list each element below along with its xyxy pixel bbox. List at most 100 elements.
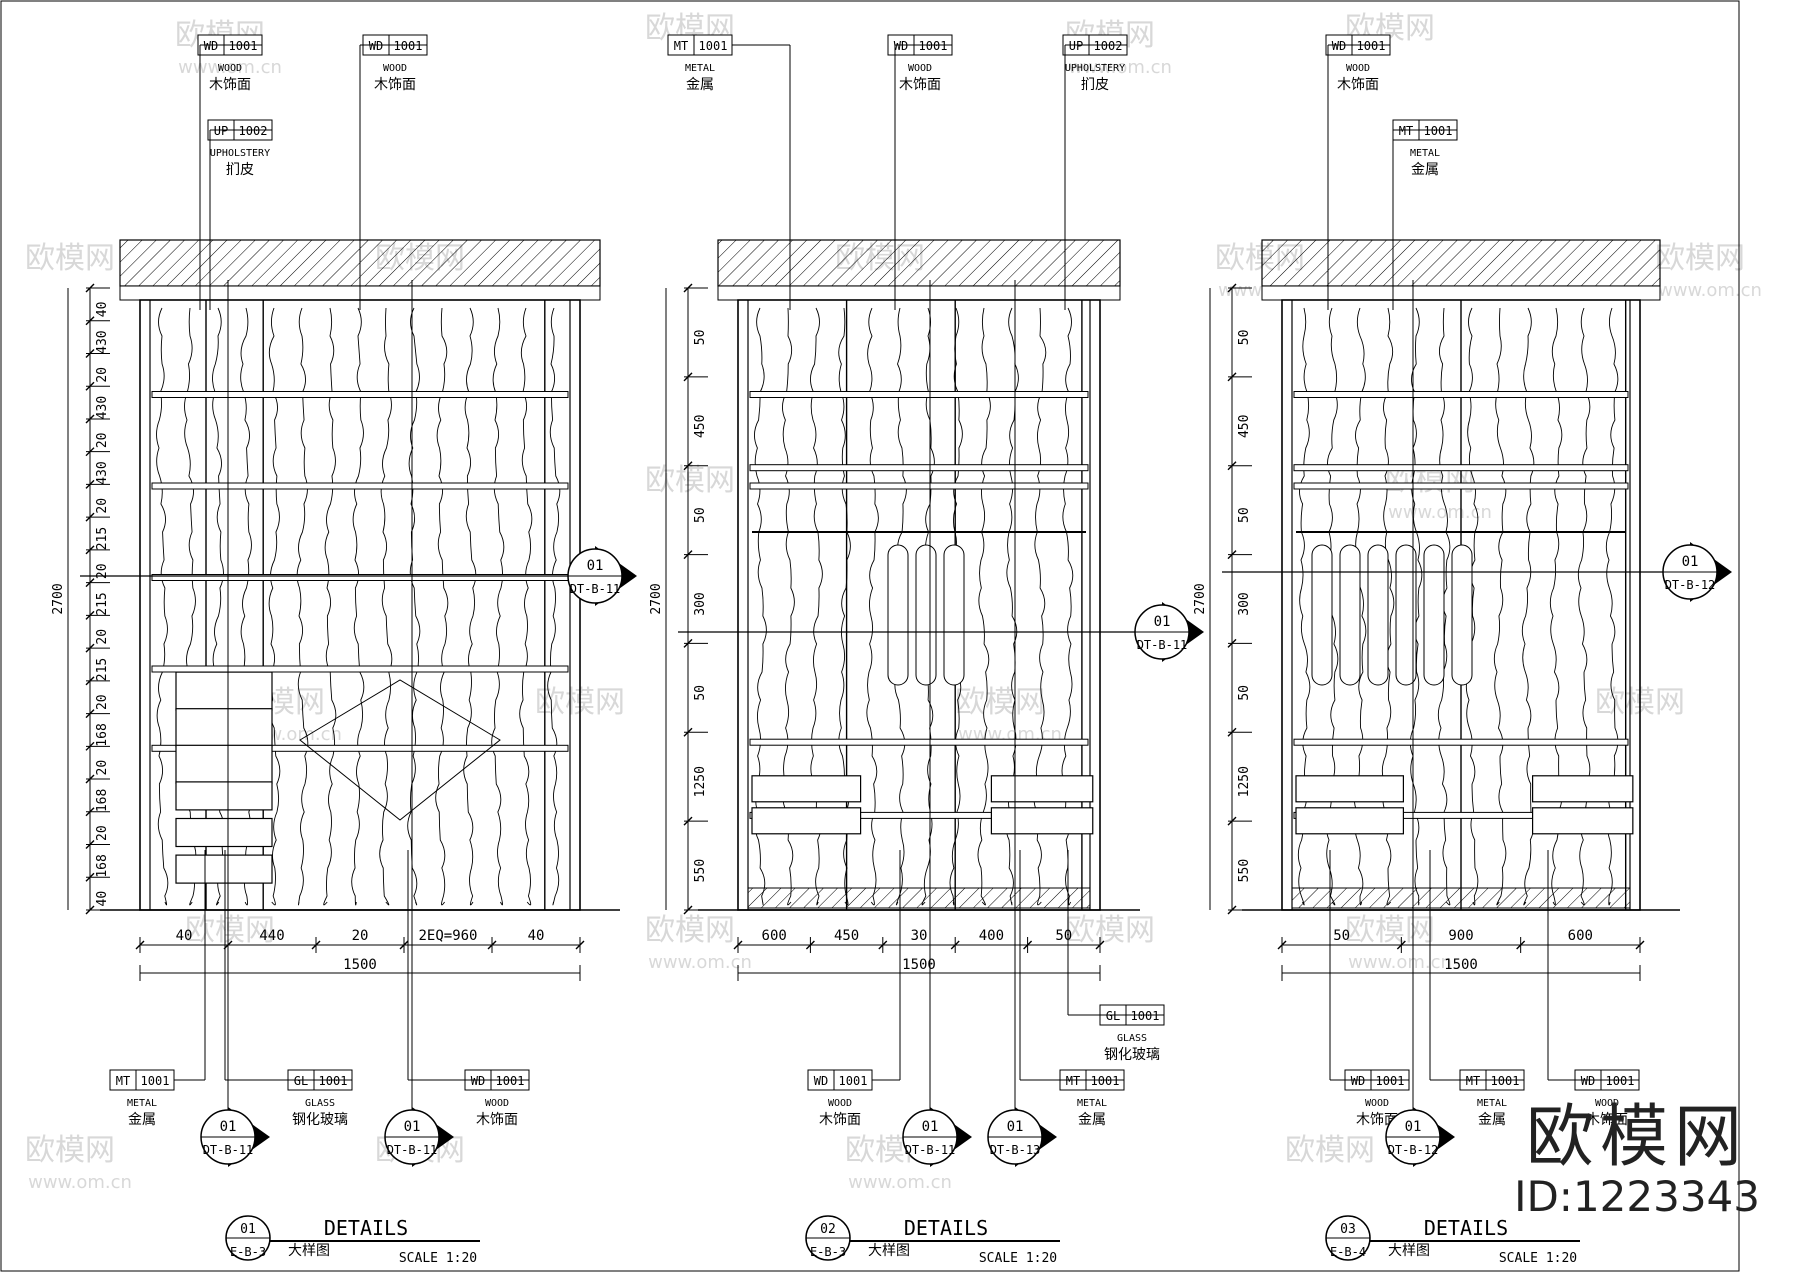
detail-title: DETAILS <box>324 1216 408 1240</box>
material-number: 1001 <box>1091 1074 1120 1088</box>
detail-subtitle: 大样图 <box>868 1243 910 1259</box>
material-code: UP <box>1069 39 1083 53</box>
section-marker-number: 01 <box>922 1119 939 1135</box>
vertical-dimensions: 4043020430204302021520215202152016820168… <box>51 283 110 915</box>
watermark-url: www.om.cn <box>1068 57 1172 78</box>
dimension-label: 430 <box>95 330 110 353</box>
dimension-label: 1250 <box>1237 766 1252 797</box>
hanging-garment <box>887 544 909 686</box>
drawer <box>1295 807 1405 835</box>
dimension-label: 430 <box>95 461 110 484</box>
drawer <box>990 775 1094 803</box>
overall-width-label: 1500 <box>902 957 936 973</box>
material-code: WD <box>1332 39 1346 53</box>
material-code: GL <box>1106 1009 1120 1023</box>
overall-width-label: 1500 <box>343 957 377 973</box>
section-marker-ref: DT-B-11 <box>570 582 621 596</box>
detail-title: DETAILS <box>1424 1216 1508 1240</box>
overall-height-label: 2700 <box>1193 583 1208 614</box>
watermark-url: www.om.cn <box>648 952 752 973</box>
material-name-en: METAL <box>1077 1098 1107 1109</box>
watermark-url: www.om.cn <box>1388 502 1492 523</box>
dimension-label: 20 <box>95 760 110 776</box>
dimension-label: 50 <box>1055 928 1072 944</box>
dimension-label: 1250 <box>693 766 708 797</box>
dimension-label: 20 <box>95 694 110 710</box>
material-name-en: WOOD <box>1365 1098 1389 1109</box>
dimension-label: 600 <box>762 928 787 944</box>
section-marker-ref: DT-B-11 <box>387 1143 438 1157</box>
material-code: GL <box>294 1074 308 1088</box>
watermark-url: www.om.cn <box>28 1172 132 1193</box>
material-name-en: GLASS <box>305 1098 335 1109</box>
section-marker-number: 01 <box>404 1119 421 1135</box>
dimension-label: 550 <box>1237 859 1252 882</box>
material-name-en: WOOD <box>1346 63 1370 74</box>
material-code: MT <box>116 1074 130 1088</box>
detail-scale: SCALE 1:20 <box>979 1251 1057 1266</box>
hanging-garment <box>1367 544 1389 686</box>
glass-door-diamond <box>299 679 501 821</box>
watermark-url: www.om.cn <box>178 57 282 78</box>
material-name-cn: 扪皮 <box>226 162 254 178</box>
watermark-logo: 欧模网 <box>645 913 735 948</box>
material-name-cn: 扪皮 <box>1081 77 1109 93</box>
material-code: WD <box>894 39 908 53</box>
material-name-cn: 木饰面 <box>1356 1112 1398 1128</box>
brand-logo: 欧模网 <box>1526 1097 1749 1177</box>
shelf <box>151 665 569 673</box>
ceiling-trim <box>1261 285 1661 301</box>
material-code: MT <box>1466 1074 1480 1088</box>
drawer <box>1295 775 1405 803</box>
material-code: WD <box>204 39 218 53</box>
shelf <box>1293 738 1629 746</box>
material-number: 1001 <box>229 39 258 53</box>
material-name-cn: 金属 <box>1078 1112 1106 1128</box>
drawer <box>1531 807 1634 835</box>
material-name-cn: 木饰面 <box>819 1112 861 1128</box>
dimension-label: 20 <box>95 825 110 841</box>
section-marker-ref: DT-B-12 <box>1388 1143 1439 1157</box>
material-number: 1001 <box>699 39 728 53</box>
detail-number: 01 <box>240 1222 256 1237</box>
watermark-logo: 欧模网 <box>25 1133 115 1168</box>
watermark: 欧模网 <box>1285 1133 1375 1168</box>
material-name-en: WOOD <box>908 63 932 74</box>
watermark-logo: 欧模网 <box>955 685 1045 720</box>
detail-number: 03 <box>1340 1222 1356 1237</box>
plinth <box>747 887 1091 909</box>
dimension-label: 215 <box>95 592 110 615</box>
detail-ref: E-B-3 <box>810 1245 846 1259</box>
drawer <box>990 807 1094 835</box>
watermark-logo: 欧模网 <box>1345 913 1435 948</box>
shelf <box>1293 482 1629 490</box>
shelf <box>151 744 569 752</box>
material-name-en: WOOD <box>828 1098 852 1109</box>
material-number: 1002 <box>239 124 268 138</box>
dimension-label: 50 <box>693 685 708 701</box>
material-number: 1001 <box>496 1074 525 1088</box>
watermark-url: www.om.cn <box>848 1172 952 1193</box>
material-code: WD <box>1581 1074 1595 1088</box>
dimension-label: 50 <box>1237 507 1252 523</box>
detail-scale: SCALE 1:20 <box>1499 1251 1577 1266</box>
section-marker-ref: DT-B-13 <box>990 1143 1041 1157</box>
material-name-en: METAL <box>685 63 715 74</box>
